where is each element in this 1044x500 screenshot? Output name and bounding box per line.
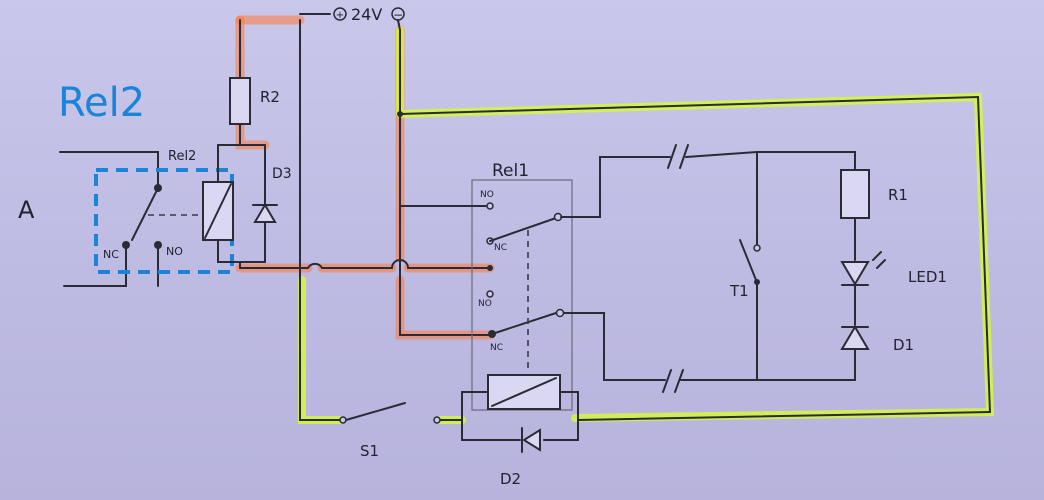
rel1-contacts: NO NC NO NC: [399, 156, 671, 381]
t1-label: T1: [729, 282, 749, 300]
r2-label: R2: [260, 88, 280, 106]
diode-d1: D1: [840, 325, 914, 354]
rel2-title: Rel2: [58, 80, 145, 126]
switch-t1: T1: [729, 151, 761, 381]
rel2-contacts: NC NO: [59, 151, 200, 287]
diode-d3: D3: [239, 144, 292, 269]
rel1-coil: [439, 374, 991, 441]
rel1-no-top-label: NO: [480, 190, 494, 200]
rel2-nc-label: NC: [103, 248, 119, 261]
led-led1: LED1: [840, 251, 947, 326]
rel1-nc-top-label: NC: [494, 243, 507, 253]
d2-label: D2: [500, 470, 521, 488]
rel1-no-mid-label: NO: [478, 299, 492, 309]
s1-label: S1: [360, 442, 379, 460]
supply-terminals: + 24V −: [299, 5, 491, 421]
yellow-highlight-paths: [298, 26, 995, 424]
rel2-outline: [94, 168, 234, 274]
rel2-coil: [202, 144, 266, 263]
r1-label: R1: [888, 186, 908, 204]
rel1-nc-bottom-label: NC: [490, 343, 503, 353]
switch-s1: S1: [339, 402, 441, 460]
rel2-no-label: NO: [166, 245, 183, 258]
wire-crossovers: [239, 257, 491, 281]
capacitor-top: [667, 144, 856, 171]
minus-sign: −: [393, 8, 403, 22]
capacitor-bottom: [662, 349, 856, 393]
diode-d2: D2: [500, 427, 541, 488]
led1-label: LED1: [908, 268, 947, 286]
input-a-label: A: [18, 196, 35, 224]
rel1-title: Rel1: [492, 161, 529, 181]
plus-terminal: [333, 7, 347, 21]
supply-voltage-label: 24V: [351, 5, 382, 24]
resistor-r2: R2: [229, 19, 280, 146]
resistor-r1: R1: [840, 169, 908, 261]
d1-label: D1: [893, 336, 914, 354]
return-wire: [399, 95, 991, 413]
d3-label: D3: [272, 166, 292, 182]
plus-sign: +: [336, 10, 344, 21]
rel2-small-label: Rel2: [168, 149, 196, 164]
